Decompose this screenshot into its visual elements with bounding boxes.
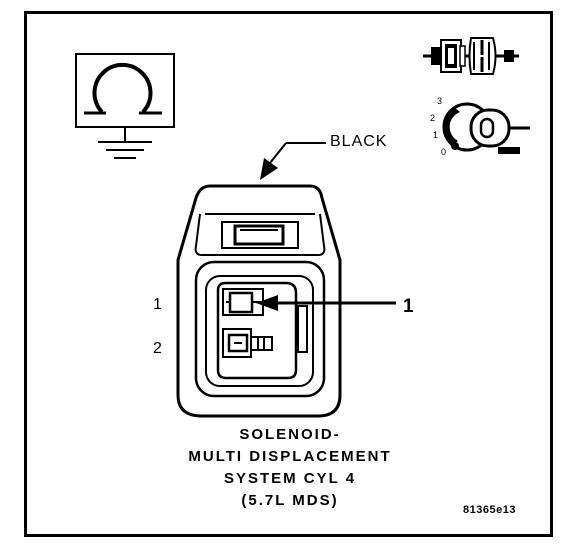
callout-arrow xyxy=(256,295,396,311)
key-position-label: 0 xyxy=(441,147,447,157)
figure-frame xyxy=(24,11,553,537)
key-position-label: 3 xyxy=(437,96,443,106)
ohmmeter-ground-icon xyxy=(75,53,175,159)
title-line: MULTI DISPLACEMENT xyxy=(188,448,392,465)
connector-body xyxy=(176,184,342,418)
callout-number: 1 xyxy=(403,296,414,317)
wire-color-label: BLACK xyxy=(330,133,388,150)
key-position-label: 1 xyxy=(433,130,439,140)
pin-number-1: 1 xyxy=(153,296,162,313)
key-position-label: 2 xyxy=(430,113,436,123)
pin-number-2: 2 xyxy=(153,340,162,357)
ignition-key-icon xyxy=(442,102,530,154)
title-line: (5.7L MDS) xyxy=(241,492,339,509)
terminal-cavity-2 xyxy=(222,328,273,358)
connector-disconnect-icon xyxy=(423,37,519,75)
title-line: SYSTEM CYL 4 xyxy=(223,470,357,487)
figure-title: SOLENOID- MULTI DISPLACEMENT SYSTEM CYL … xyxy=(110,424,470,512)
title-line: SOLENOID- xyxy=(239,426,341,443)
wire-color-leader-arrow xyxy=(260,142,326,180)
terminal-cavity-1 xyxy=(222,288,264,316)
figure-id: 81365e13 xyxy=(463,504,516,516)
